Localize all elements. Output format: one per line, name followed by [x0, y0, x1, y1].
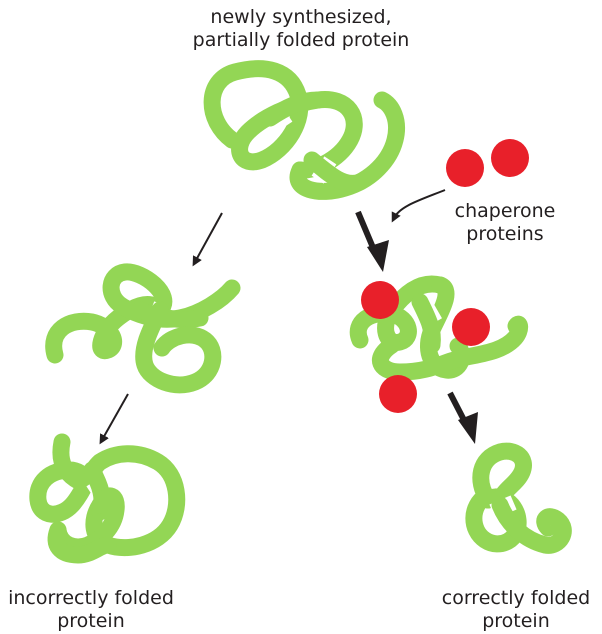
assisted-folding-arrow	[447, 391, 478, 444]
misfolding-intermediate-protein	[45, 263, 241, 394]
incorrectly-folded-label: incorrectly folded protein	[0, 587, 182, 633]
newly-synthesized-line-2: partially folded protein	[192, 29, 410, 51]
chaperone-line-1: chaperone	[454, 200, 556, 222]
incorrectly-folded-protein	[29, 433, 186, 564]
misfolding-arrow	[99, 393, 129, 445]
partially-folded-protein	[203, 60, 405, 200]
chaperone-binding-arrow	[391, 189, 446, 223]
correctly-folded-label: correctly folded protein	[432, 587, 600, 633]
chaperone-label: chaperone proteins	[440, 200, 570, 246]
assisted-folding-arrow	[355, 210, 389, 272]
chaperone-sphere	[379, 375, 417, 413]
chaperone-bound-protein	[349, 275, 529, 381]
chaperone-sphere	[446, 149, 484, 187]
correctly-folded-line-1: correctly folded	[441, 587, 591, 609]
chaperone-sphere	[491, 139, 529, 177]
incorrectly-folded-line-2: protein	[57, 610, 125, 632]
chaperone-proteins	[361, 139, 529, 413]
correctly-folded-line-2: protein	[482, 610, 550, 632]
incorrectly-folded-line-1: incorrectly folded	[8, 587, 174, 609]
correctly-folded-protein	[465, 442, 572, 554]
chaperone-sphere	[452, 308, 490, 346]
newly-synthesized-line-1: newly synthesized,	[210, 6, 392, 28]
chaperone-sphere	[361, 281, 399, 319]
chaperone-line-2: proteins	[466, 223, 544, 245]
misfolding-arrow	[192, 212, 223, 267]
arrows	[99, 189, 478, 445]
newly-synthesized-label: newly synthesized, partially folded prot…	[166, 6, 436, 52]
